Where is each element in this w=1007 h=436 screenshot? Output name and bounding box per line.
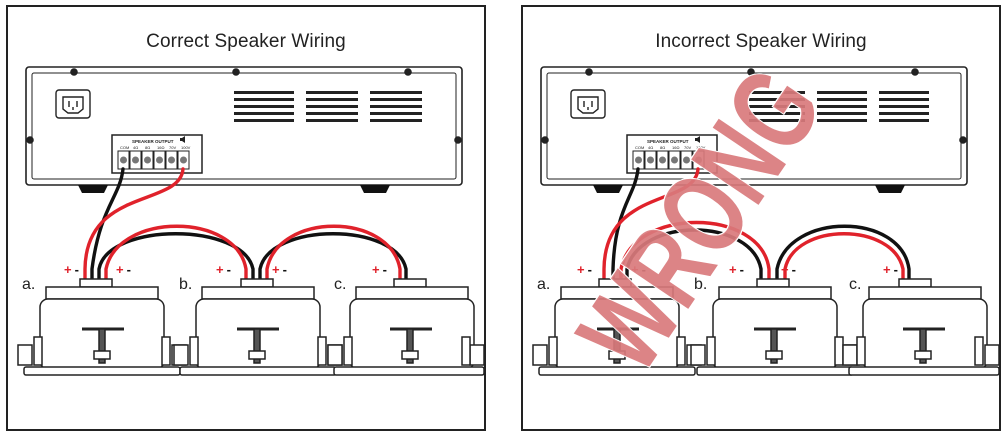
speaker-label-a: a. [537,276,551,293]
speaker-c [327,278,485,376]
vent-slots [234,91,422,122]
positive-wire [602,167,700,285]
negative-wire [611,167,640,285]
positive-wire [619,220,771,285]
speaker-wires [83,167,408,285]
speaker-label-b: b. [179,276,193,293]
speaker-b [173,278,343,376]
speaker-label-c: c. [849,276,862,293]
negative-wire [775,224,911,285]
polarity-label: +- [272,262,287,277]
polarity-label: +- [883,262,898,277]
rubber-foot [593,185,905,193]
negative-wire [97,232,255,285]
terminal-label: COM [635,145,644,150]
terminal-header: SPEAKER OUTPUT [647,139,689,144]
terminal-header: SPEAKER OUTPUT [132,139,174,144]
vent-slots [749,91,929,122]
speaker-a [532,278,702,376]
positive-wire [265,224,402,285]
panel-title: Correct Speaker Wiring [146,31,346,52]
polarity-label: +- [631,262,646,277]
positive-wire [104,224,248,285]
speaker-output-block: SPEAKER OUTPUT COM 4Ω 8Ω 16Ω 70V 100V [111,134,203,174]
terminal-label: 4Ω [648,145,653,150]
terminal-label: 70V [684,145,691,150]
power-inlet-icon [55,89,91,119]
positive-wire [783,232,905,285]
speaker-output-icon [695,136,700,143]
speaker-wires [602,167,911,285]
positive-wire [83,167,185,285]
terminal-label: 100V [696,145,706,150]
incorrect-wiring-panel: Incorrect Speaker Wiring SPEAKER OUTPUT … [521,5,1001,431]
terminal-label: 16Ω [672,145,679,150]
amplifier [25,66,463,186]
correct-wiring-panel: Correct Speaker Wiring SPEAKER OUTPUT CO… [6,5,486,431]
speaker-b [690,278,860,376]
power-inlet-icon [570,89,606,119]
polarity-label: +- [116,262,131,277]
panel-title: Incorrect Speaker Wiring [655,31,867,52]
polarity-label: +- [216,262,231,277]
speaker-label-a: a. [22,276,36,293]
amplifier [540,66,968,186]
negative-wire [258,232,408,285]
speaker-label-c: c. [334,276,347,293]
polarity-label: +- [781,262,796,277]
rubber-foot [78,185,390,193]
wiring-diagram: SPEAKER OUTPUT COM 4Ω 8Ω 16Ω 70V 100V [532,66,1000,376]
polarity-label: +- [577,262,592,277]
polarity-label: +- [729,262,744,277]
polarity-label: +- [64,262,79,277]
speaker-output-block: SPEAKER OUTPUT COM 4Ω 8Ω 16Ω 70V 100V [626,134,718,174]
wiring-diagram: SPEAKER OUTPUT COM 4Ω 8Ω 16Ω 70V 100V [17,66,485,376]
speaker-c [842,278,1000,376]
negative-wire [625,228,763,285]
polarity-label: +- [372,262,387,277]
terminal-label: 8Ω [660,145,665,150]
terminal-label: 70V [169,145,176,150]
terminal-label: COM [120,145,129,150]
terminal-label: 100V [181,145,191,150]
speaker-a [17,278,187,376]
speaker-label-b: b. [694,276,708,293]
terminal-label: 4Ω [133,145,138,150]
negative-wire [90,167,125,285]
terminal-label: 8Ω [145,145,150,150]
speaker-output-icon [180,136,185,143]
terminal-label: 16Ω [157,145,164,150]
